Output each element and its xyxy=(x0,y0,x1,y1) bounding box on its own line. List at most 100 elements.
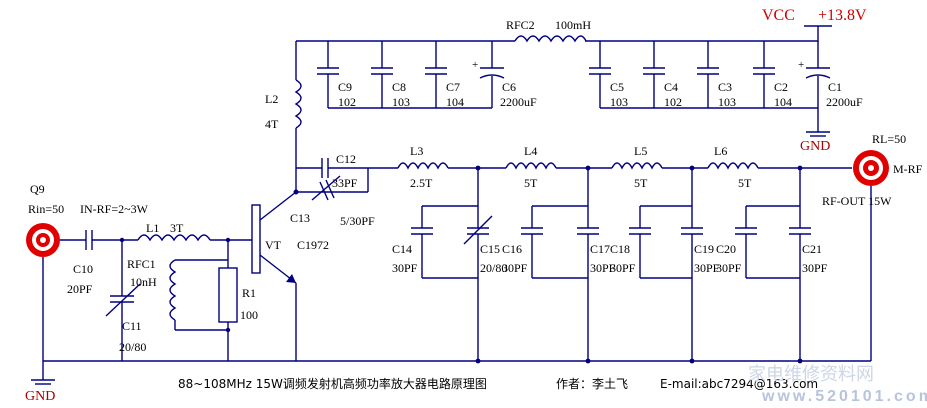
decap-name: C1 xyxy=(828,80,842,94)
output-line xyxy=(368,162,852,170)
filter-capacitors: C1430PFC1520/80C1630PFC1730PFC1830PFC193… xyxy=(392,165,828,364)
l5-value: 5T xyxy=(634,176,648,190)
l4-value: 5T xyxy=(524,176,538,190)
l3-value: 2.5T xyxy=(410,176,433,190)
in-rf-label: IN-RF=2~3W xyxy=(80,202,149,216)
c11-value: 20/80 xyxy=(119,340,146,354)
l3-label: L3 xyxy=(410,144,423,158)
r1-value: 100 xyxy=(240,308,258,322)
c13-label: C13 xyxy=(290,211,310,225)
decap-value: 103 xyxy=(718,95,736,109)
gnd-top-label: GND xyxy=(800,139,830,154)
decap-name: C3 xyxy=(718,80,732,94)
decap-value: 104 xyxy=(446,95,464,109)
vt-label: VT xyxy=(265,238,282,252)
filter-cap-name: C19 xyxy=(694,242,714,256)
filter-section-2 xyxy=(532,165,591,364)
c12-label: C12 xyxy=(336,152,356,166)
rfc1-label: RFC1 xyxy=(127,257,156,271)
decap-name: C9 xyxy=(338,80,352,94)
l5-label: L5 xyxy=(634,144,647,158)
input-network xyxy=(60,230,252,361)
filter-cap-value: 30PF xyxy=(610,261,636,275)
vcc-voltage: +13.8V xyxy=(818,7,867,24)
decap-name: C7 xyxy=(446,80,460,94)
rf-out-connector xyxy=(853,150,889,361)
rf-out-label: RF-OUT 15W xyxy=(822,194,892,208)
filter-cap-name: C18 xyxy=(610,242,630,256)
decoupling-capacitors: C9102C8103C7104+C62200uFC5103C4102C3103C… xyxy=(317,41,863,109)
filter-section-1 xyxy=(422,165,481,364)
gnd-bottom-label: GND xyxy=(25,389,55,404)
decap-value: 102 xyxy=(338,95,356,109)
l6-value: 5T xyxy=(738,176,752,190)
l6-label: L6 xyxy=(714,144,727,158)
rl-label: RL=50 xyxy=(872,132,906,146)
watermark-text: 家电维修资料网 xyxy=(748,364,874,385)
filter-cap-name: C20 xyxy=(716,242,736,256)
decap-name: C5 xyxy=(610,80,624,94)
c10-value: 20PF xyxy=(67,282,93,296)
filter-cap-value: 30PF xyxy=(716,261,742,275)
l4-label: L4 xyxy=(524,144,537,158)
filter-cap-name: C21 xyxy=(802,242,822,256)
l2-inductor xyxy=(294,41,302,192)
m-rf-label: M-RF xyxy=(893,162,923,176)
c12-value: 33PF xyxy=(332,176,358,190)
rfc2-value: 100mH xyxy=(555,18,591,32)
filter-section-3 xyxy=(640,165,695,364)
transistor-model: C1972 xyxy=(297,238,329,252)
filter-cap-value: 30PF xyxy=(802,261,828,275)
decap-value: 2200uF xyxy=(826,95,863,109)
decap-value: 103 xyxy=(392,95,410,109)
svg-text:+: + xyxy=(472,59,478,71)
email-label: E-mail:abc7294@163.com xyxy=(660,377,818,391)
decap-value: 2200uF xyxy=(500,95,537,109)
decap-value: 104 xyxy=(774,95,792,109)
l2-value: 4T xyxy=(265,117,279,131)
decap-name: C8 xyxy=(392,80,406,94)
l1-label: L1 xyxy=(146,221,159,235)
watermark-url: www.520101.com xyxy=(761,388,927,405)
filter-cap-value: 20/80 xyxy=(480,261,507,275)
filter-cap-c20: C20 30PF xyxy=(716,206,757,278)
author-label: 作者：李土飞 xyxy=(556,376,628,391)
filter-cap-c19: C19 30PF xyxy=(681,206,720,278)
filter-cap-c15: C15 20/80 xyxy=(463,206,507,278)
r1-label: R1 xyxy=(242,286,256,300)
c13-value: 5/30PF xyxy=(340,214,375,228)
collector-node xyxy=(293,158,369,201)
filter-cap-value: 30PF xyxy=(694,261,720,275)
filter-cap-name: C17 xyxy=(590,242,610,256)
l2-label: L2 xyxy=(265,92,278,106)
filter-cap-value: 30PF xyxy=(502,261,528,275)
c10-label: C10 xyxy=(73,262,93,276)
c11-label: C11 xyxy=(122,319,142,333)
l1-value: 3T xyxy=(170,221,184,235)
q9-label: Q9 xyxy=(30,182,45,196)
rin-label: Rin=50 xyxy=(28,202,64,216)
transistor-vt xyxy=(251,191,297,361)
filter-cap-name: C14 xyxy=(392,242,412,256)
decoupling-bottom-rail xyxy=(328,107,830,137)
ground-bus xyxy=(31,360,871,385)
filter-cap-c18: C18 30PF xyxy=(610,206,651,278)
diagram-caption: 88~108MHz 15W调频发射机高频功率放大器电路原理图 xyxy=(178,376,487,391)
decap-name: C2 xyxy=(774,80,788,94)
filter-cap-name: C15 xyxy=(480,242,500,256)
decap-value: 102 xyxy=(664,95,682,109)
decap-name: C6 xyxy=(502,80,516,94)
